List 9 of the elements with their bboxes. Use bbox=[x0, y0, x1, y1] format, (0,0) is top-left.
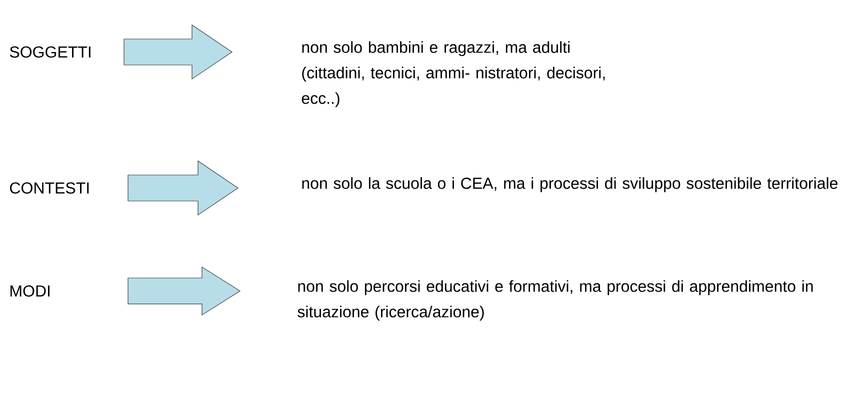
block-arrow bbox=[128, 160, 239, 216]
text-label: non solo bambini e ragazzi, ma adulti (cittadini, tecnici, ammi- nistratori, decisori, ecc..) bbox=[302, 41, 605, 108]
text-label: non solo la scuola o i CEA, ma i processi di sviluppo sostenibile territoriale bbox=[302, 177, 838, 192]
text-label: MODI bbox=[10, 285, 50, 297]
block-arrow bbox=[124, 24, 233, 80]
text-label: non solo percorsi educativi e formativi, ma processi di apprendimento in situazione (ricerca/azione) bbox=[298, 280, 813, 321]
text-label: SOGGETTI bbox=[10, 46, 90, 58]
text-label: CONTESTI bbox=[10, 182, 89, 194]
block-arrow bbox=[128, 266, 241, 316]
